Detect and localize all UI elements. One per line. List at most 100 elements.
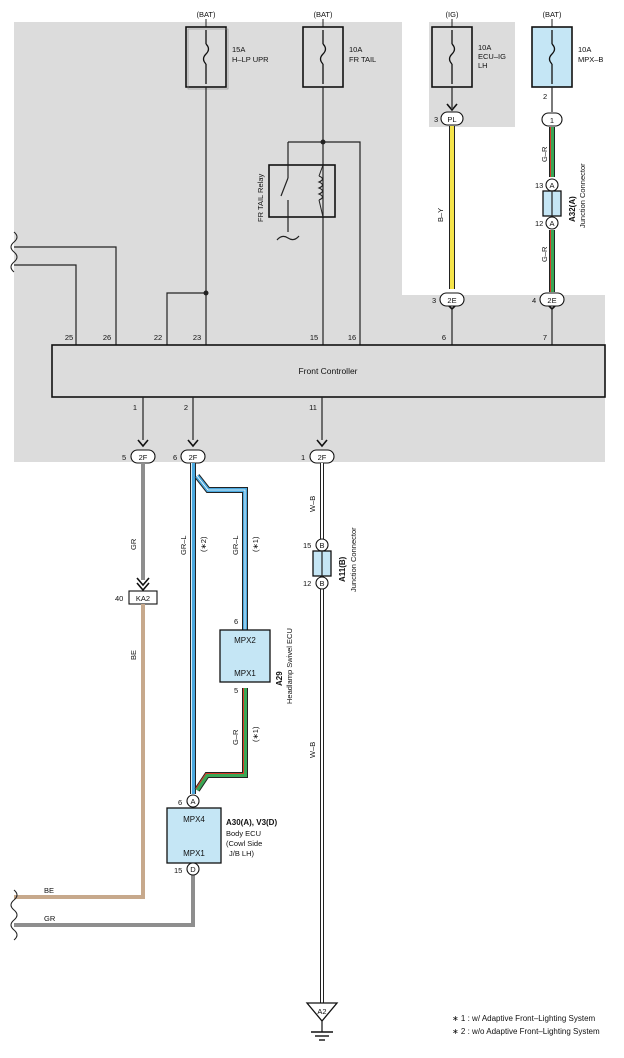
pin-23: 23	[193, 333, 201, 342]
a32-bottom-pin: 12	[535, 219, 543, 228]
connector-mpx-b-code: 1	[550, 116, 554, 125]
fuse-ecu-ig-name-2: LH	[478, 61, 488, 70]
pin-26: 26	[103, 333, 111, 342]
a32-id: A32(A)	[568, 196, 577, 222]
fuse-mpx-b: (BAT) 10A MPX–B	[531, 10, 603, 88]
note-2: ∗ 2 : w/o Adaptive Front–Lighting System	[452, 1027, 600, 1036]
body-ecu-code-top: A	[190, 797, 195, 806]
fuse-fr-tail-name: FR TAIL	[349, 55, 376, 64]
wire-be-label-horizontal: BE	[44, 886, 54, 895]
f2-3-code: 2F	[318, 453, 327, 462]
a29-id: A29	[275, 671, 284, 686]
junction-connector-a11: 15 B B 12 A11(B) Junction Connector	[303, 527, 358, 592]
connector-2e-right-pin: 4	[532, 296, 536, 305]
pin-16: 16	[348, 333, 356, 342]
wire-w-b-label-upper: W–B	[308, 496, 317, 512]
body-ecu-term-top: MPX4	[183, 815, 205, 824]
a29-pin-bottom: 5	[234, 686, 238, 695]
fuse-ecu-ig-rating: 10A	[478, 43, 491, 52]
connector-2e-right: 4 2E	[532, 292, 565, 307]
front-controller: Front Controller 25 26 22 23 15 16 6 7 1…	[51, 333, 606, 412]
wire-g-r-label-lower: G–R	[540, 246, 549, 262]
connector-ka2: 40 KA2	[115, 590, 158, 605]
fuse-mpx-b-source: (BAT)	[542, 10, 562, 19]
pin-6: 6	[442, 333, 446, 342]
body-ecu-id: A30(A), V3(D)	[226, 818, 277, 827]
f2-3-pin: 1	[301, 453, 305, 462]
junction-connector-a32: 13 A A 12 A32(A) Junction Connector	[535, 163, 587, 230]
ground-a2: A2	[305, 1002, 339, 1041]
wire-g-r-label-headlamp: G–R	[231, 729, 240, 745]
body-ecu-code-bottom: D	[190, 865, 196, 874]
f2-1-pin: 5	[122, 453, 126, 462]
wire-gr-l-label-left: GR–L	[179, 535, 188, 555]
fuse-h-lp-upr-name: H–LP UPR	[232, 55, 269, 64]
a11-bottom-pin: 12	[303, 579, 311, 588]
wire-gr-label-horizontal: GR	[44, 914, 56, 923]
f2-1-code: 2F	[139, 453, 148, 462]
a29-label: Headlamp Swivel ECU	[285, 628, 294, 704]
body-ecu: 6 A MPX4 MPX1 15 D A30(A), V3(D) Body EC…	[166, 794, 277, 876]
note-1: ∗ 1 : w/ Adaptive Front–Lighting System	[452, 1014, 596, 1023]
fuse-mpx-b-rating: 10A	[578, 45, 591, 54]
pin-1: 1	[133, 403, 137, 412]
pin-25: 25	[65, 333, 73, 342]
wire-g-r-label-upper: G–R	[540, 146, 549, 162]
body-ecu-line3: (Cowl Side	[226, 839, 262, 848]
fuse-mpx-b-name: MPX–B	[578, 55, 603, 64]
front-controller-label: Front Controller	[298, 366, 357, 376]
pin-11: 11	[309, 403, 317, 412]
a32-top-pin: 13	[535, 181, 543, 190]
wire-gr-l-label-right: GR–L	[231, 535, 240, 555]
fuse-fr-tail-rating: 10A	[349, 45, 362, 54]
a32-label: Junction Connector	[578, 163, 587, 228]
a11-label: Junction Connector	[349, 527, 358, 592]
fuse-ecu-ig-source: (IG)	[446, 10, 459, 19]
pin-7: 7	[543, 333, 547, 342]
a32-top-code: A	[549, 181, 554, 190]
wire-be-label-vertical: BE	[129, 650, 138, 660]
f2-2-code: 2F	[189, 453, 198, 462]
body-ecu-pin-top: 6	[178, 798, 182, 807]
ka2-pin: 40	[115, 594, 123, 603]
connector-pl-code: PL	[447, 115, 456, 124]
connector-pl: 3 PL	[434, 111, 464, 126]
a29-term-bottom: MPX1	[234, 669, 256, 678]
body-ecu-line4: J/B LH)	[229, 849, 255, 858]
fuse-h-lp-upr-rating: 15A	[232, 45, 245, 54]
headlamp-swivel-ecu: 6 MPX2 MPX1 5 A29 Headlamp Swivel ECU	[219, 617, 294, 704]
wire-b-y-label: B–Y	[436, 208, 445, 222]
connector-2e-left-code: 2E	[447, 296, 456, 305]
a29-term-top: MPX2	[234, 636, 256, 645]
connector-2e-left-pin: 3	[432, 296, 436, 305]
pin-15: 15	[310, 333, 318, 342]
f2-2-pin: 6	[173, 453, 177, 462]
fuse-fr-tail-source: (BAT)	[313, 10, 333, 19]
wire-note2-label: (∗2)	[199, 536, 208, 552]
pin-22: 22	[154, 333, 162, 342]
wire-gr-label-upper: GR	[129, 538, 138, 550]
fuse-ecu-ig-name-1: ECU–IG	[478, 52, 506, 61]
connector-mpx-b-pin-no: 2	[543, 92, 547, 101]
body-ecu-term-bottom: MPX1	[183, 849, 205, 858]
ground-code: A2	[317, 1007, 326, 1016]
connector-2e-right-code: 2E	[547, 296, 556, 305]
body-ecu-pin-bottom: 15	[174, 866, 182, 875]
a11-id: A11(B)	[338, 556, 347, 582]
fr-tail-relay: FR TAIL Relay	[256, 141, 336, 241]
fuse-h-lp-upr-source: (BAT)	[196, 10, 216, 19]
body-ecu-line2: Body ECU	[226, 829, 261, 838]
a29-pin-top: 6	[234, 617, 238, 626]
a32-bottom-code: A	[549, 219, 554, 228]
pin-2: 2	[184, 403, 188, 412]
wire-w-b-label-lower: W–B	[308, 742, 317, 758]
a11-top-pin: 15	[303, 541, 311, 550]
connector-2e-left: 3 2E	[432, 292, 465, 307]
ka2-code: KA2	[136, 594, 150, 603]
wire-note1-label-lower: (∗1)	[251, 726, 260, 742]
fr-tail-relay-label: FR TAIL Relay	[256, 174, 265, 222]
a11-bottom-code: B	[319, 579, 324, 588]
connector-mpx-b-pin: 2 1	[541, 92, 563, 127]
wire-note1-label-upper: (∗1)	[251, 536, 260, 552]
